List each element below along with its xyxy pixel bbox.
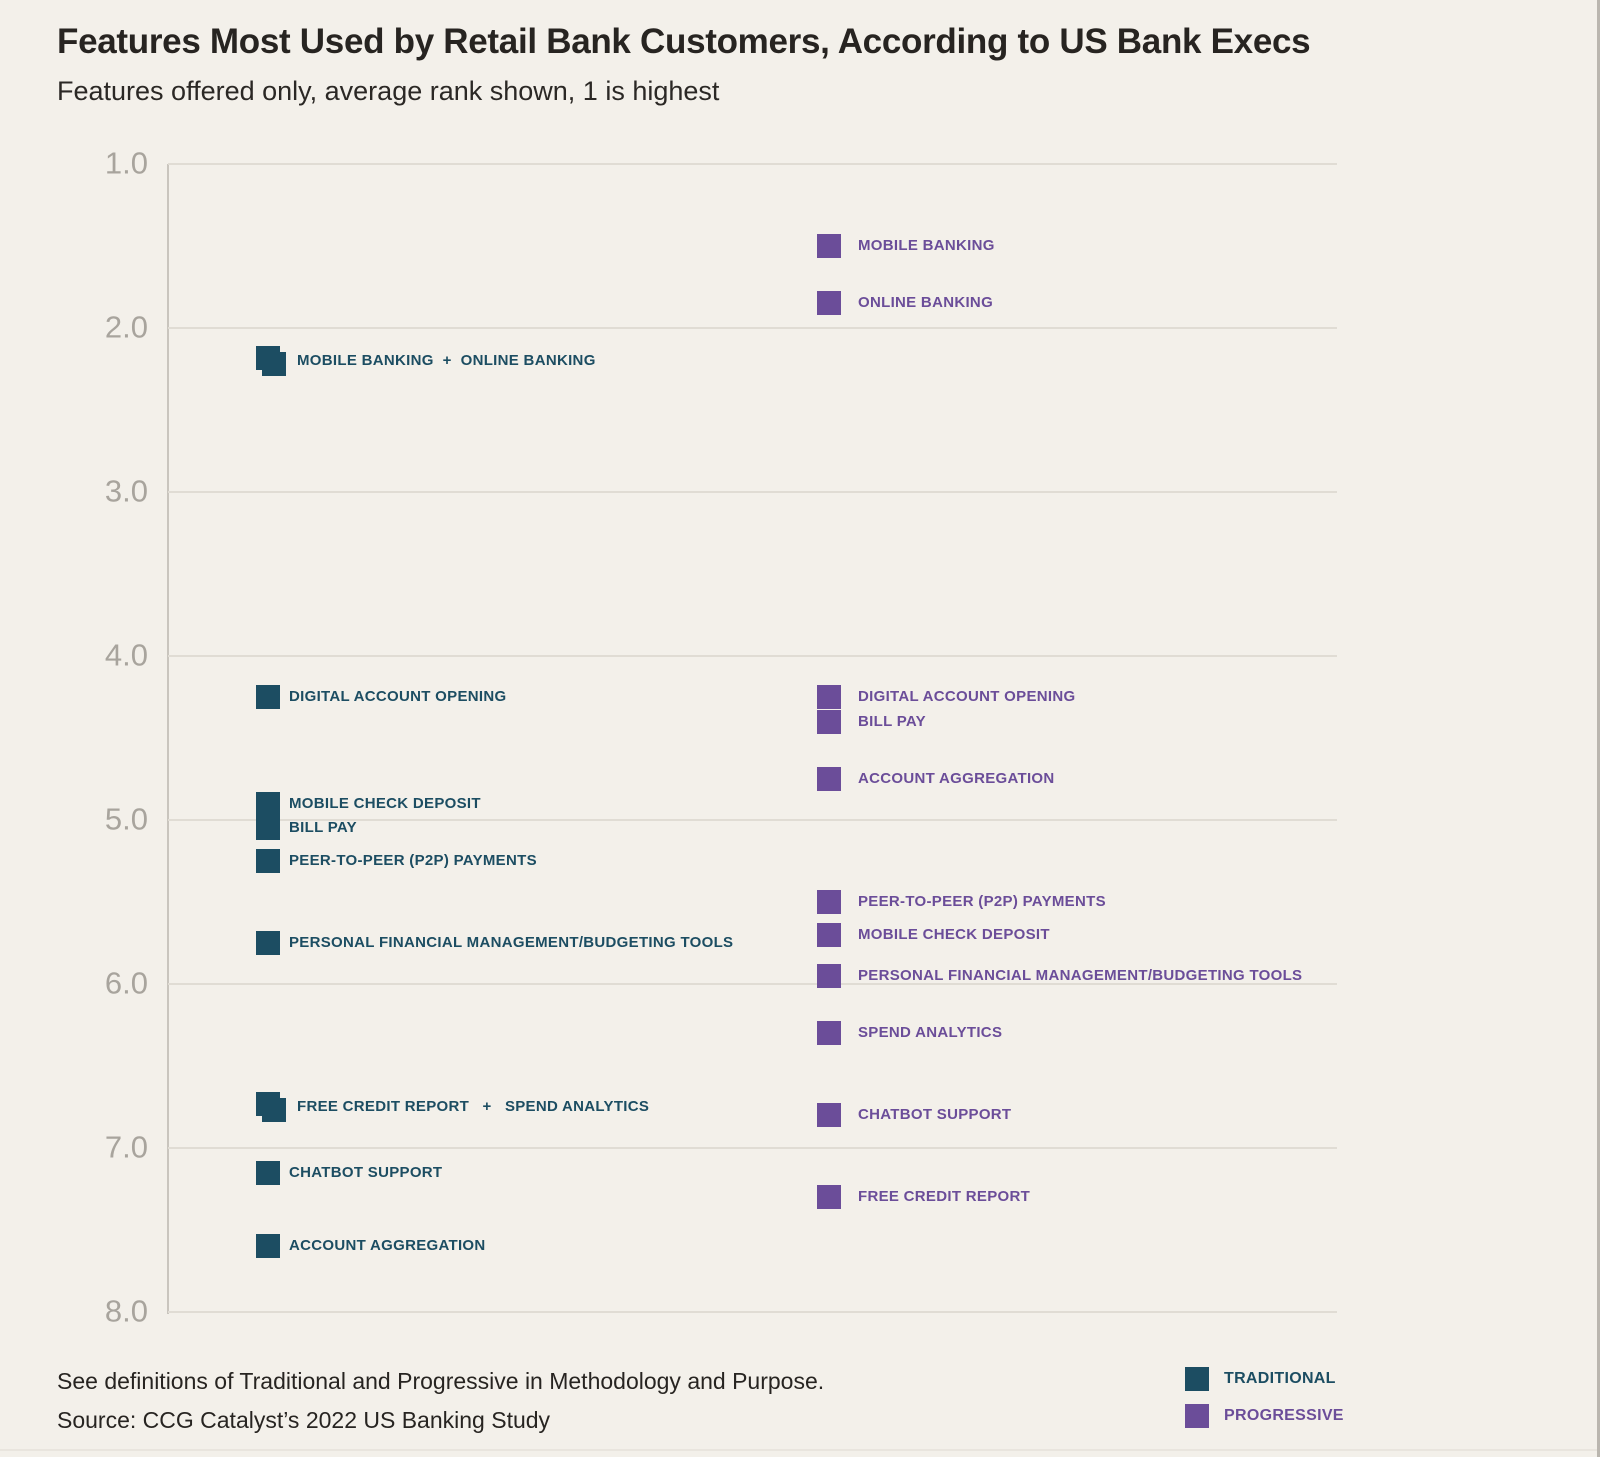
y-axis-line xyxy=(167,164,169,1314)
traditional-personal-financial-management-budgeting-tools: PERSONAL FINANCIAL MANAGEMENT/BUDGETING … xyxy=(256,931,733,955)
progressive-digital-account-opening-label: DIGITAL ACCOUNT OPENING xyxy=(858,688,1076,706)
progressive-spend-analytics: SPEND ANALYTICS xyxy=(817,1021,1002,1046)
traditional-chatbot-support-marker xyxy=(256,1160,280,1185)
gridline-7.0 xyxy=(168,1147,1337,1149)
traditional-mobile-check-deposit-label: MOBILE CHECK DEPOSIT xyxy=(289,794,481,812)
gridline-3.0 xyxy=(168,491,1337,493)
progressive-chatbot-support-label: CHATBOT SUPPORT xyxy=(858,1106,1012,1124)
traditional-peer-to-peer-p2p-payments-marker xyxy=(256,849,280,873)
progressive-free-credit-report-marker xyxy=(817,1185,841,1210)
progressive-mobile-check-deposit: MOBILE CHECK DEPOSIT xyxy=(817,922,1050,947)
traditional-digital-account-opening-label: DIGITAL ACCOUNT OPENING xyxy=(289,688,507,706)
progressive-online-banking-label: ONLINE BANKING xyxy=(858,294,994,312)
progressive-peer-to-peer-p2p-payments: PEER-TO-PEER (P2P) PAYMENTS xyxy=(817,890,1106,914)
progressive-account-aggregation-marker xyxy=(817,767,841,791)
page-bottom-divider xyxy=(0,1449,1600,1451)
traditional-bill-pay: BILL PAY xyxy=(256,816,357,841)
legend-label-progressive: PROGRESSIVE xyxy=(1224,1407,1344,1424)
traditional-peer-to-peer-p2p-payments: PEER-TO-PEER (P2P) PAYMENTS xyxy=(256,849,537,873)
traditional-account-aggregation: ACCOUNT AGGREGATION xyxy=(256,1234,485,1259)
traditional-digital-account-opening-marker xyxy=(256,685,280,709)
y-tick-label-1.0: 1.0 xyxy=(104,145,148,181)
progressive-personal-financial-management-budgeting-tools: PERSONAL FINANCIAL MANAGEMENT/BUDGETING … xyxy=(817,963,1302,988)
progressive-swatch-icon xyxy=(1185,1404,1209,1428)
footnote: See definitions of Traditional and Progr… xyxy=(57,1362,824,1440)
traditional-mobile-check-deposit: MOBILE CHECK DEPOSIT xyxy=(256,791,481,816)
progressive-mobile-banking: MOBILE BANKING xyxy=(817,234,994,258)
gridline-5.0 xyxy=(168,819,1337,821)
traditional-chatbot-support: CHATBOT SUPPORT xyxy=(256,1160,442,1185)
progressive-mobile-check-deposit-marker xyxy=(817,922,841,947)
progressive-free-credit-report-label: FREE CREDIT REPORT xyxy=(858,1188,1031,1206)
progressive-digital-account-opening: DIGITAL ACCOUNT OPENING xyxy=(817,685,1075,709)
gridline-6.0 xyxy=(168,983,1337,985)
y-tick-label-6.0: 6.0 xyxy=(104,965,148,1001)
progressive-peer-to-peer-p2p-payments-marker xyxy=(817,890,841,914)
progressive-bill-pay-label: BILL PAY xyxy=(858,712,926,730)
progressive-mobile-check-deposit-label: MOBILE CHECK DEPOSIT xyxy=(858,925,1050,943)
progressive-mobile-banking-label: MOBILE BANKING xyxy=(858,237,995,255)
progressive-chatbot-support: CHATBOT SUPPORT xyxy=(817,1103,1011,1128)
traditional-bill-pay-label: BILL PAY xyxy=(289,819,357,837)
progressive-personal-financial-management-budgeting-tools-label: PERSONAL FINANCIAL MANAGEMENT/BUDGETING … xyxy=(858,966,1303,984)
traditional-account-aggregation-label: ACCOUNT AGGREGATION xyxy=(289,1237,486,1255)
page-title: Features Most Used by Retail Bank Custom… xyxy=(57,22,1311,61)
traditional-mobile-banking-online-banking-label: MOBILE BANKING + ONLINE BANKING xyxy=(297,351,596,369)
traditional-personal-financial-management-budgeting-tools-marker xyxy=(256,931,280,955)
progressive-personal-financial-management-budgeting-tools-marker xyxy=(817,963,841,988)
source-note: Source: CCG Catalyst’s 2022 US Banking S… xyxy=(57,1407,551,1433)
page-subtitle: Features offered only, average rank show… xyxy=(57,76,720,106)
traditional-mobile-check-deposit-marker xyxy=(256,791,280,816)
legend: TRADITIONAL PROGRESSIVE xyxy=(1185,1367,1344,1441)
progressive-account-aggregation: ACCOUNT AGGREGATION xyxy=(817,767,1054,791)
traditional-digital-account-opening: DIGITAL ACCOUNT OPENING xyxy=(256,685,506,709)
progressive-spend-analytics-label: SPEND ANALYTICS xyxy=(858,1024,1003,1042)
gridline-1.0 xyxy=(168,163,1337,165)
traditional-bill-pay-marker xyxy=(256,816,280,841)
traditional-personal-financial-management-budgeting-tools-label: PERSONAL FINANCIAL MANAGEMENT/BUDGETING … xyxy=(289,934,734,952)
traditional-mobile-banking-online-banking: MOBILE BANKING + ONLINE BANKING xyxy=(256,345,595,376)
traditional-chatbot-support-label: CHATBOT SUPPORT xyxy=(289,1163,443,1181)
traditional-swatch-icon xyxy=(1185,1367,1209,1391)
progressive-free-credit-report: FREE CREDIT REPORT xyxy=(817,1185,1030,1210)
y-tick-label-5.0: 5.0 xyxy=(104,801,148,837)
y-tick-label-2.0: 2.0 xyxy=(104,309,148,345)
legend-item-progressive: PROGRESSIVE xyxy=(1185,1404,1344,1428)
traditional-free-credit-report-spend-analytics-label: FREE CREDIT REPORT + SPEND ANALYTICS xyxy=(297,1098,650,1116)
progressive-mobile-banking-marker xyxy=(817,234,841,258)
y-tick-label-7.0: 7.0 xyxy=(104,1129,148,1165)
gridline-4.0 xyxy=(168,655,1337,657)
progressive-peer-to-peer-p2p-payments-label: PEER-TO-PEER (P2P) PAYMENTS xyxy=(858,893,1106,911)
progressive-account-aggregation-label: ACCOUNT AGGREGATION xyxy=(858,770,1055,788)
progressive-bill-pay-marker xyxy=(817,709,841,734)
legend-item-traditional: TRADITIONAL xyxy=(1185,1367,1344,1391)
gridline-2.0 xyxy=(168,327,1337,329)
y-tick-label-3.0: 3.0 xyxy=(104,473,148,509)
methodology-note: See definitions of Traditional and Progr… xyxy=(57,1368,825,1394)
progressive-bill-pay: BILL PAY xyxy=(817,709,926,734)
traditional-mobile-banking-online-banking-marker xyxy=(262,351,286,376)
progressive-online-banking: ONLINE BANKING xyxy=(817,291,993,316)
traditional-peer-to-peer-p2p-payments-label: PEER-TO-PEER (P2P) PAYMENTS xyxy=(289,852,537,870)
gridline-8.0 xyxy=(168,1311,1337,1313)
page-right-edge xyxy=(1597,0,1600,1457)
traditional-free-credit-report-spend-analytics: FREE CREDIT REPORT + SPEND ANALYTICS xyxy=(256,1092,649,1122)
legend-label-traditional: TRADITIONAL xyxy=(1224,1370,1336,1387)
progressive-chatbot-support-marker xyxy=(817,1103,841,1128)
y-tick-label-4.0: 4.0 xyxy=(104,637,148,673)
progressive-spend-analytics-marker xyxy=(817,1021,841,1046)
progressive-online-banking-marker xyxy=(817,291,841,316)
traditional-account-aggregation-marker xyxy=(256,1234,280,1259)
traditional-free-credit-report-spend-analytics-marker xyxy=(262,1098,286,1122)
y-tick-label-8.0: 8.0 xyxy=(104,1293,148,1329)
progressive-digital-account-opening-marker xyxy=(817,685,841,709)
